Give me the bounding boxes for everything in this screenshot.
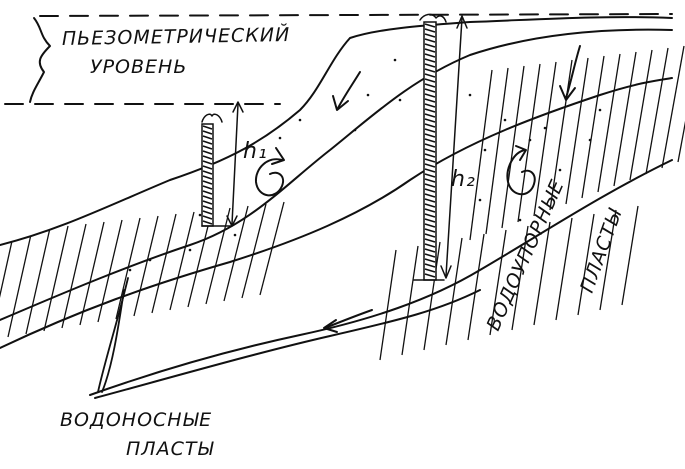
circulation-arrow-left	[254, 147, 285, 197]
hatch-stroke	[661, 45, 685, 169]
dot	[598, 108, 602, 112]
dot	[588, 138, 592, 142]
well-2	[413, 13, 447, 281]
dot	[468, 93, 472, 97]
dot	[198, 213, 202, 217]
hatch-stroke	[555, 217, 573, 321]
hatch-stroke	[445, 237, 463, 346]
hatch-stroke	[581, 55, 605, 199]
well-1	[201, 113, 233, 227]
hatch-stroke	[379, 249, 397, 361]
hatch-stroke	[677, 43, 685, 163]
head-1-arrow	[226, 101, 244, 227]
dot	[278, 136, 282, 140]
dot	[148, 258, 152, 262]
aquitard-hatching	[0, 43, 685, 361]
hatch-stroke	[223, 205, 249, 302]
flow-arrow-lower	[323, 309, 373, 333]
hatch-stroke	[205, 207, 231, 305]
hatch-stroke	[599, 209, 617, 311]
hatch-stroke	[79, 221, 105, 326]
hatch-stroke	[169, 211, 195, 311]
hatch-stroke	[151, 213, 177, 314]
dot	[478, 198, 482, 202]
dot	[188, 248, 192, 252]
hatch-stroke	[629, 49, 653, 181]
aquitards-label-line2: ПЛАСТЫ	[576, 205, 627, 296]
dot	[233, 233, 237, 237]
hatch-stroke	[0, 231, 15, 341]
hatch-stroke	[7, 229, 33, 338]
head-2-label: h₂	[451, 167, 476, 192]
aquifer-pointer-lines	[97, 277, 129, 393]
dot	[298, 118, 302, 122]
dot	[528, 138, 532, 142]
hatch-stroke	[501, 65, 525, 229]
hatch-stroke	[597, 53, 621, 193]
well-fill	[424, 23, 436, 278]
hatch-stroke	[469, 69, 493, 241]
flow-arrow-upper-left	[332, 71, 361, 111]
aquifer-lower-bottom-boundary	[94, 289, 481, 399]
hatch-stroke	[61, 223, 87, 329]
dot	[518, 218, 522, 222]
ground-surface	[0, 16, 673, 246]
piezometric-bracket	[29, 17, 51, 103]
piezometric-line-top	[39, 13, 673, 17]
head-2-arrow	[440, 15, 468, 279]
flow-arrow-upper-right	[559, 45, 581, 101]
hatch-stroke	[241, 203, 267, 299]
hatch-stroke	[43, 225, 69, 332]
dot	[353, 128, 357, 132]
aquifer-lower-top-boundary	[89, 159, 673, 396]
hatch-stroke	[645, 47, 669, 175]
aquifer-upper-top-boundary	[0, 28, 673, 321]
aquifers-label-line2: ПЛАСТЫ	[126, 438, 214, 460]
hatch-stroke	[533, 61, 557, 217]
dot	[543, 126, 547, 130]
aquifers-label-line1: ВОДОНОСНЫЕ	[60, 409, 212, 431]
well-2-head	[419, 13, 447, 23]
dot	[558, 168, 562, 172]
hatch-stroke	[613, 51, 637, 187]
piezometric-label-line2: УРОВЕНЬ	[90, 56, 187, 78]
hatch-stroke	[133, 215, 159, 317]
hatch-stroke	[489, 229, 507, 336]
hatch-stroke	[401, 245, 419, 356]
head-1-label: h₁	[243, 139, 268, 164]
circulation-arrow-right	[506, 145, 536, 196]
aquifer-upper-bottom-boundary	[0, 77, 673, 349]
dot	[393, 58, 397, 62]
dot	[398, 98, 402, 102]
hatch-stroke	[485, 67, 509, 235]
hatch-stroke	[423, 241, 441, 351]
dot	[128, 268, 132, 272]
well-fill	[202, 125, 213, 225]
dot	[503, 118, 507, 122]
dot	[366, 93, 370, 97]
hatch-stroke	[25, 227, 51, 335]
well-1-head	[201, 113, 223, 123]
hatch-stroke	[621, 205, 639, 306]
hatch-stroke	[533, 221, 551, 326]
hatch-stroke	[467, 233, 485, 341]
dot	[483, 148, 487, 152]
hatch-stroke	[565, 57, 589, 205]
aquitards-label-line1: ВОДОУПОРНЫЕ	[482, 176, 568, 334]
hatch-stroke	[549, 59, 573, 211]
aquifer-dots	[128, 58, 602, 272]
hatch-stroke	[517, 63, 541, 223]
piezometric-label-line1: ПЬЕЗОМЕТРИЧЕСКИЙ	[62, 23, 291, 50]
hatch-stroke	[577, 213, 595, 316]
